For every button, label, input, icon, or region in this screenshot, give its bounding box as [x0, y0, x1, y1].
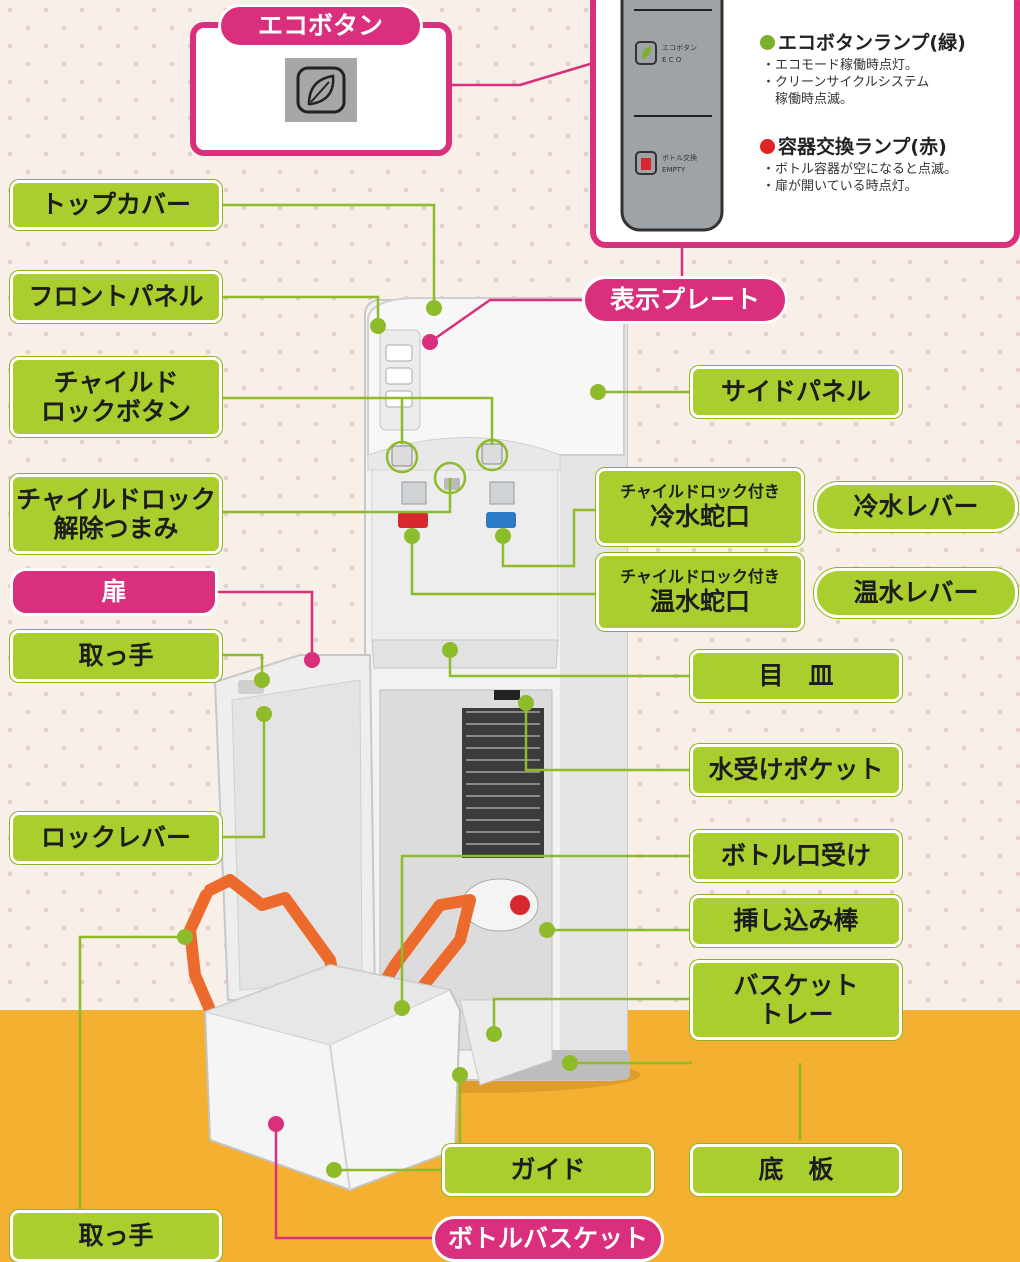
handle-top-label: 取っ手 [10, 630, 222, 682]
cold-faucet-main: 冷水蛇口 [649, 501, 750, 531]
bottle-basket [203, 963, 462, 1192]
eco-plate-sub: E C O [662, 56, 682, 64]
anchor-side-panel [590, 384, 606, 400]
anchor-bottle-basket [268, 1116, 284, 1132]
anchor-handle-top [254, 672, 270, 688]
cold-lever-label: 冷水レバー [814, 482, 1018, 532]
anchor-top-cover [426, 300, 442, 316]
handle-bottom-label: 取っ手 [10, 1210, 222, 1262]
anchor-guide-upper [452, 1067, 468, 1083]
eco-lamp-note: ・クリーンサイクルシステム [762, 74, 930, 90]
server-body [364, 297, 630, 1081]
hot-faucet-label: チャイルドロック付き 温水蛇口 [596, 553, 804, 631]
child-lock-button-label: チャイルド ロックボタン [10, 357, 222, 437]
child-lock-release-line1: チャイルドロック [16, 484, 216, 514]
front-panel-label: フロントパネル [10, 271, 222, 323]
anchor-base-plate [562, 1055, 578, 1071]
empty-lamp-title: 容器交換ランプ(赤) [760, 132, 947, 159]
green-lamp-icon [760, 35, 775, 50]
eco-lamp-notes: ・エコモード稼働時点灯。 ・クリーンサイクルシステム 稼働時点滅。 [762, 58, 929, 109]
anchor-door [304, 652, 320, 668]
eco-lamp-note: ・エコモード稼働時点灯。 [762, 58, 919, 73]
empty-lamp-note: ・扉が開いている時点灯。 [762, 178, 918, 194]
leader-lines-magenta [216, 56, 684, 1240]
anchor-lock-lever [256, 706, 272, 722]
eco-button-title: エコボタン [218, 4, 423, 48]
anchor-water-pocket [518, 695, 534, 711]
side-panel-label: サイドパネル [690, 366, 902, 418]
empty-lamp-title-text: 容器交換ランプ(赤) [778, 136, 947, 158]
anchor-drip-tray [442, 642, 458, 658]
empty-lamp-note: ・ボトル容器が空になると点滅。 [762, 162, 958, 177]
anchor-insert-rod [539, 922, 555, 938]
top-cover-label: トップカバー [10, 180, 222, 230]
red-lamp-icon [760, 139, 775, 154]
cold-faucet-sub: チャイルドロック付き [620, 481, 780, 501]
water-pocket-label: 水受けポケット [690, 744, 902, 796]
open-door [213, 654, 377, 1001]
drip-tray-label: 目 皿 [690, 650, 902, 702]
hot-faucet-sub: チャイルドロック付き [620, 566, 780, 586]
anchor-handle-bottom [177, 929, 193, 945]
leader-lines [78, 203, 802, 1210]
anchor-hot-faucet [404, 528, 420, 544]
hot-lever-label: 温水レバー [814, 568, 1018, 618]
anchor-front-panel [370, 318, 386, 334]
base-plate-label: 底 板 [690, 1144, 902, 1196]
anchor-bottle-port [394, 1000, 410, 1016]
basket-tray-label: バスケット トレー [690, 960, 902, 1040]
bottle-port-label: ボトル口受け [690, 830, 902, 882]
eco-lamp-note: 稼働時点滅。 [762, 91, 854, 107]
empty-plate-sub: EMPTY [662, 166, 686, 174]
anchor-cold-faucet [495, 528, 511, 544]
display-plate-label: 表示プレート [582, 276, 788, 324]
basket-tray-line2: トレー [758, 1000, 834, 1029]
child-lock-release-label: チャイルドロック 解除つまみ [10, 474, 222, 554]
hot-faucet-main: 温水蛇口 [649, 586, 750, 616]
guide-label: ガイド [442, 1144, 654, 1196]
eco-lamp-title: エコボタンランプ(緑) [760, 28, 966, 55]
leaf-icon [285, 58, 357, 122]
anchor-basket-tray [486, 1026, 502, 1042]
child-lock-button-line2: ロックボタン [40, 397, 191, 426]
insert-rod-label: 挿し込み棒 [690, 895, 902, 947]
cold-faucet-label: チャイルドロック付き 冷水蛇口 [596, 468, 804, 546]
eco-plate-label: エコボタン [662, 43, 697, 52]
bottle-basket-label: ボトルバスケット [432, 1216, 664, 1262]
anchor-guide-lower [326, 1162, 342, 1178]
child-lock-button-line1: チャイルド [53, 367, 179, 397]
eco-lamp-title-text: エコボタンランプ(緑) [778, 32, 966, 54]
lock-lever-label: ロックレバー [10, 812, 222, 864]
child-lock-release-line2: 解除つまみ [53, 514, 179, 543]
display-panel-inset: エコボタン E C O ボトル交換 EMPTY エコボタンランプ(緑) ・エコモ… [590, 0, 1020, 248]
anchor-display-plate [422, 334, 438, 350]
door-label: 扉 [10, 568, 218, 616]
empty-plate-label: ボトル交換 [662, 153, 697, 162]
display-plate-image: エコボタン E C O ボトル交換 EMPTY [620, 0, 724, 232]
basket-tray-line1: バスケット [733, 970, 859, 1000]
empty-lamp-notes: ・ボトル容器が空になると点滅。 ・扉が開いている時点灯。 [762, 162, 957, 196]
